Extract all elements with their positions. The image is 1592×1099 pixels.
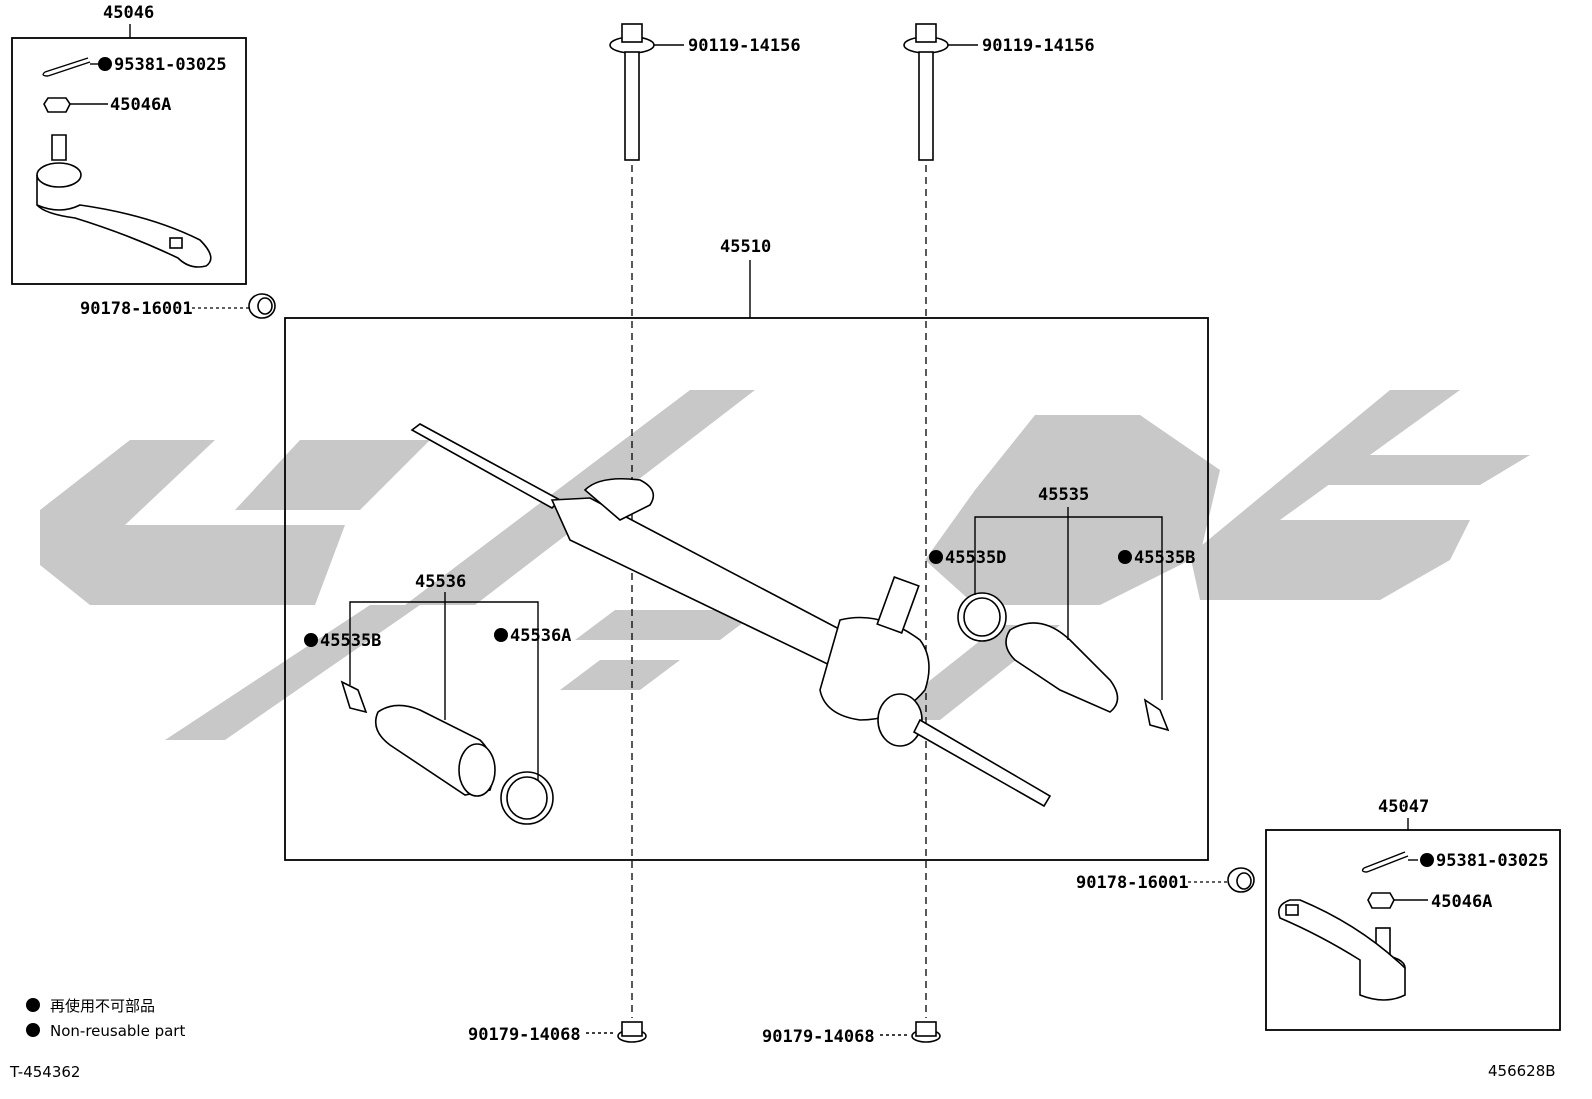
label-bolt-right: 90119-14156 — [982, 36, 1095, 56]
label-lock-nut-left: 90178-16001 — [80, 299, 193, 319]
clamp-45535d-icon — [957, 592, 1007, 642]
figure-number: 456628B — [1488, 1062, 1556, 1080]
legend-text-en: Non-reusable part — [50, 1022, 185, 1040]
label-clamp-b-left: 45535B — [320, 631, 381, 651]
label-45046: 45046 — [103, 3, 154, 23]
steering-rack-icon — [410, 423, 1052, 808]
lock-nut-right-icon — [1188, 867, 1255, 893]
label-45536: 45536 — [415, 572, 466, 592]
label-45047: 45047 — [1378, 797, 1429, 817]
steering-rack-box — [284, 317, 1209, 861]
label-lock-nut-right: 90178-16001 — [1076, 873, 1189, 893]
bolt-right-icon — [903, 23, 978, 161]
cotter-pin-icon — [42, 57, 100, 77]
label-bolt-left: 90119-14156 — [688, 36, 801, 56]
label-flange-nut-right: 90179-14068 — [762, 1027, 875, 1047]
lock-nut-left-icon — [192, 293, 276, 319]
legend-text-jp: 再使用不可部品 — [50, 997, 155, 1015]
tie-rod-end-left-icon — [36, 134, 212, 268]
tie-rod-end-right-icon — [1277, 899, 1406, 1001]
label-45510: 45510 — [720, 237, 771, 257]
bolt-left-icon — [609, 23, 684, 161]
watermark-logo — [40, 390, 1530, 740]
boot-right-icon — [1005, 622, 1119, 713]
legend-bullet-en — [26, 1023, 40, 1037]
diagram-id: T-454362 — [9, 1063, 80, 1081]
label-cotter-pin-right: 95381-03025 — [1436, 851, 1549, 871]
flange-nut-right-icon — [880, 1021, 941, 1043]
cotter-pin-right-icon — [1361, 851, 1418, 873]
legend-bullet-jp — [26, 998, 40, 1012]
flange-nut-left-icon — [586, 1021, 647, 1043]
label-castle-nut-left: 45046A — [110, 95, 171, 115]
tie-rod-end-left-box — [11, 37, 247, 285]
label-clamp-b-right: 45535B — [1134, 548, 1195, 568]
clamp-45535b-right-icon — [1143, 698, 1170, 732]
label-clamp-d: 45535D — [945, 548, 1006, 568]
label-clamp-a: 45536A — [510, 626, 571, 646]
clamp-45536a-icon — [500, 771, 554, 825]
castle-nut-right-icon — [1367, 892, 1428, 909]
castle-nut-icon — [43, 97, 108, 113]
label-45535: 45535 — [1038, 485, 1089, 505]
label-cotter-pin-left: 95381-03025 — [114, 55, 227, 75]
clamp-45535b-left-icon — [340, 680, 368, 714]
label-flange-nut-left: 90179-14068 — [468, 1025, 581, 1045]
tie-rod-end-right-box — [1265, 829, 1561, 1031]
boot-left-icon — [374, 704, 496, 797]
label-castle-nut-right: 45046A — [1431, 892, 1492, 912]
